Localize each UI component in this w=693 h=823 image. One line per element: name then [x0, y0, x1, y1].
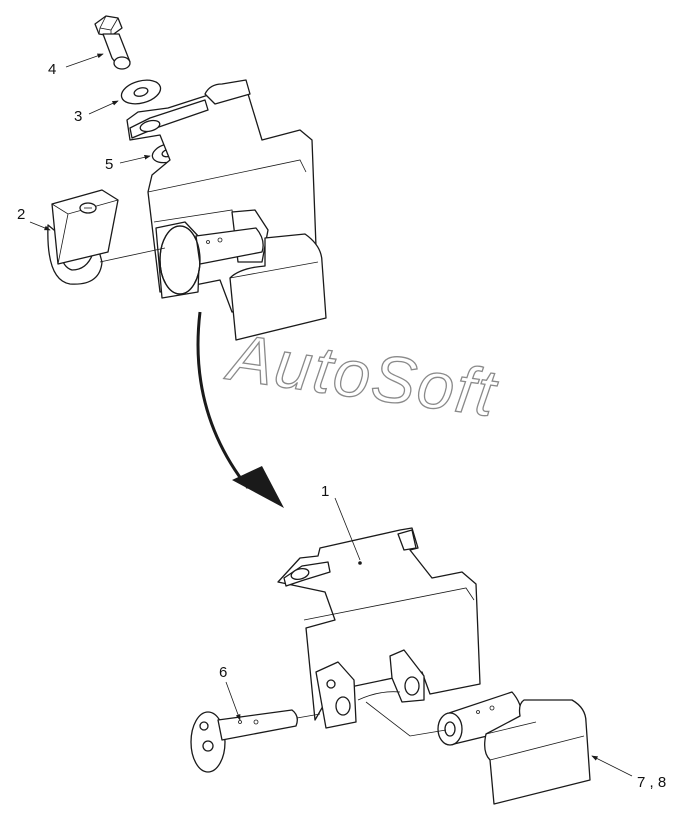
transition-arrow — [196, 311, 284, 508]
callout-4: 4 — [48, 61, 56, 78]
hinge-leaf — [484, 699, 591, 805]
hinge-pin — [190, 709, 321, 773]
callout-6: 6 — [219, 664, 227, 681]
callout-1: 1 — [321, 483, 329, 500]
callout-2: 2 — [17, 206, 25, 223]
bottom-assembly — [190, 527, 591, 805]
callout-leaders — [29, 53, 633, 777]
bolt — [94, 15, 131, 70]
callout-labels: 4 3 5 2 1 6 7 , 8 — [17, 61, 666, 791]
washer-3 — [120, 79, 162, 105]
callout-5: 5 — [105, 156, 113, 173]
padlock — [47, 189, 119, 285]
callout-3: 3 — [74, 108, 82, 125]
bracket-bottom — [277, 527, 481, 729]
watermark-text: AutoSoft — [221, 319, 502, 430]
bracket-top — [126, 79, 327, 341]
callout-7-8: 7 , 8 — [637, 774, 666, 791]
top-assembly — [47, 15, 327, 341]
